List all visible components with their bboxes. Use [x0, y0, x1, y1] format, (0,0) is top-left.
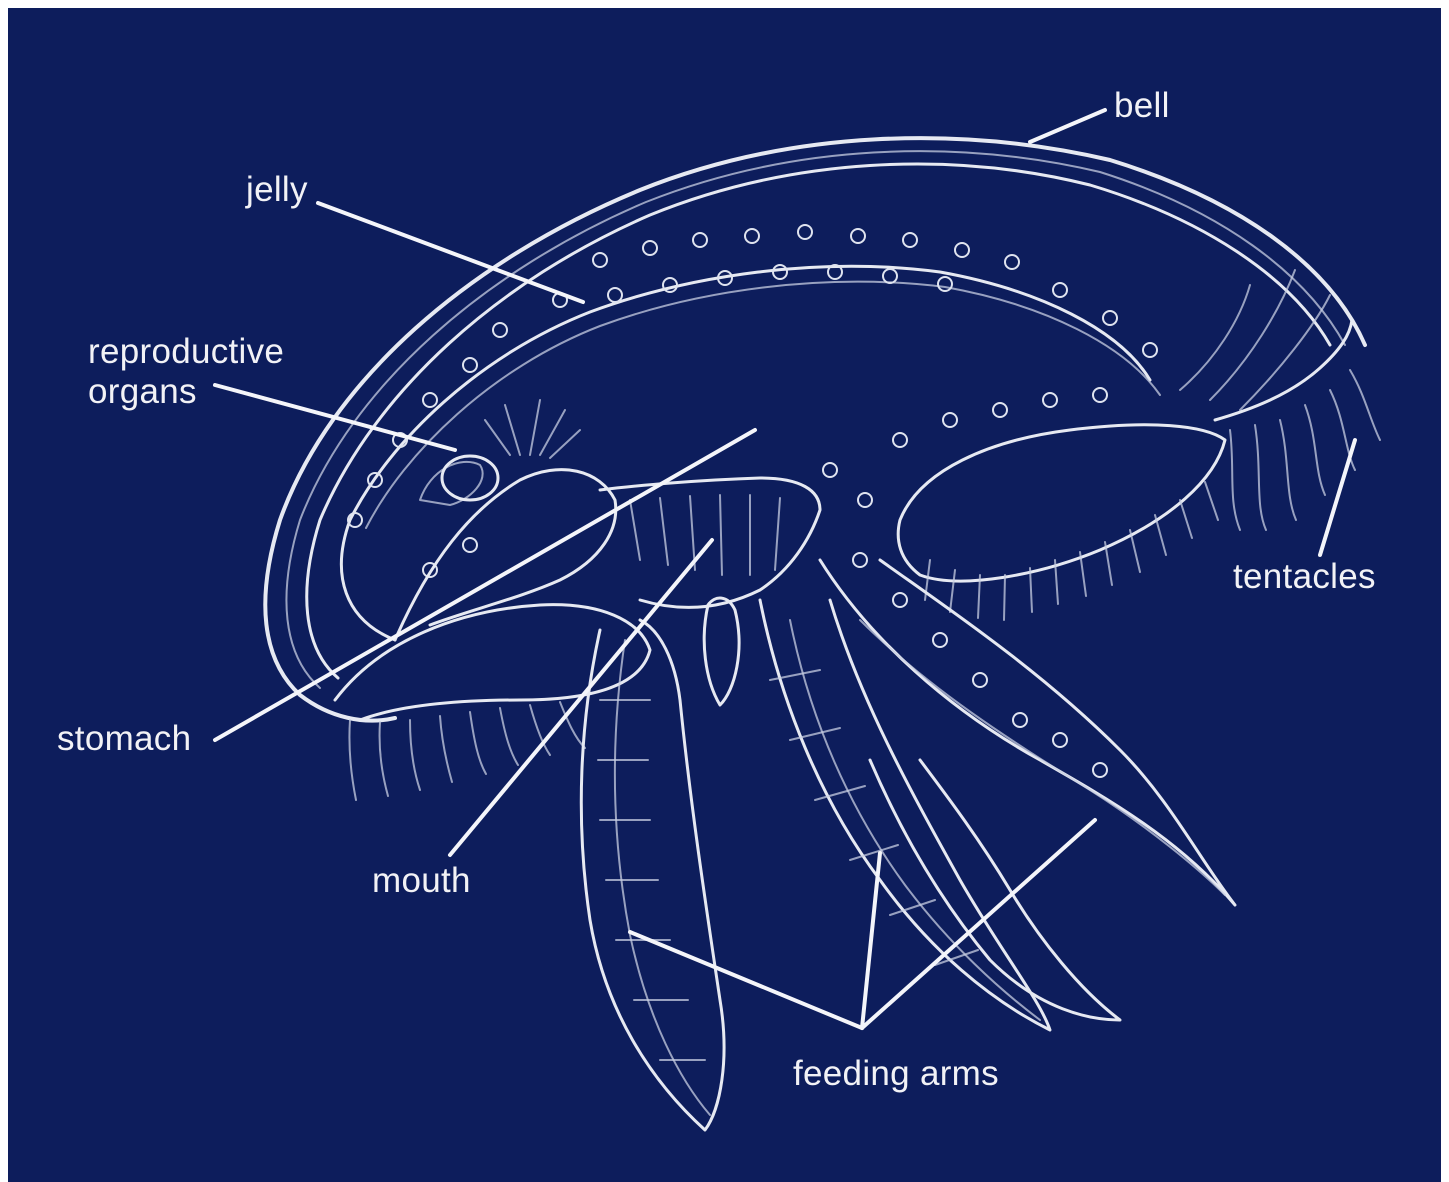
label-mouth: mouth: [372, 861, 471, 901]
label-stomach: stomach: [57, 719, 191, 759]
leader-feeding-3: [862, 820, 1095, 1028]
label-bell: bell: [1114, 86, 1170, 126]
label-tentacles: tentacles: [1233, 557, 1376, 597]
tentacles-fringe: [349, 370, 1380, 800]
leader-tentacles: [1320, 440, 1355, 555]
manubrium: [600, 478, 820, 705]
label-reproductive-line1: reproductive: [88, 332, 284, 372]
label-reproductive-organs: reproductive organs: [88, 332, 284, 413]
label-feeding-arms: feeding arms: [793, 1054, 999, 1094]
feeding-arms-shapes: [581, 560, 1235, 1130]
inner-lobe: [898, 425, 1225, 620]
leader-bell: [1030, 110, 1105, 142]
leader-feeding-2: [862, 853, 880, 1028]
label-jelly: jelly: [246, 170, 308, 210]
label-reproductive-line2: organs: [88, 372, 284, 412]
leader-jelly: [318, 203, 583, 302]
leader-feeding-1: [630, 932, 862, 1028]
